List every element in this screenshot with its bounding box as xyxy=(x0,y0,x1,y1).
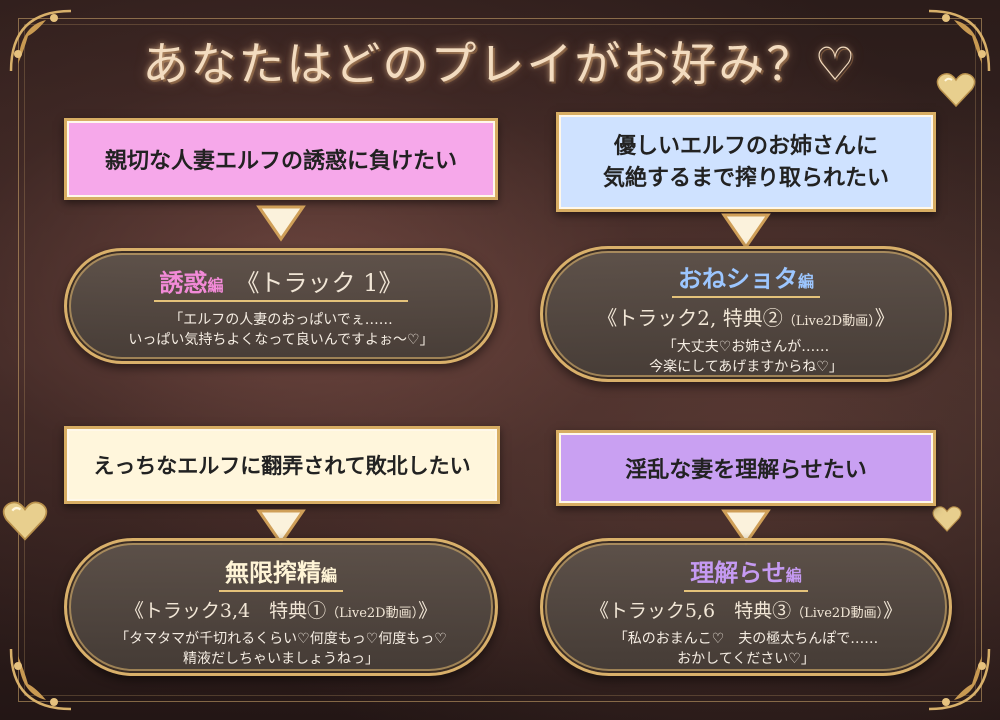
corner-flourish-icon xyxy=(924,644,994,714)
card-tracks-main: 《トラック3,4 特典① xyxy=(124,600,327,622)
choice-card-1[interactable]: 誘惑編 《トラック 1》 「エルフの人妻のおっぱいでぇ…… いっぱい気持ちよくな… xyxy=(64,248,498,364)
choice-card-4[interactable]: 理解らせ編 《トラック5,6 特典③（Live2D動画）》 「私のおまんこ♡ 夫… xyxy=(540,538,952,676)
card-name: おねショタ xyxy=(677,264,798,293)
card-tracks-main: 《トラック2, 特典② xyxy=(597,306,783,330)
choice-banner-4[interactable]: 淫乱な妻を理解らせたい xyxy=(556,430,936,506)
banner-text: 淫乱な妻を理解らせたい xyxy=(625,457,867,483)
choice-banner-2[interactable]: 優しいエルフのお姉さんに 気絶するまで搾り取られたい xyxy=(556,112,936,212)
card-quote-line: 「大丈夫♡お姉さんが…… xyxy=(662,339,830,355)
corner-flourish-icon xyxy=(924,6,994,76)
card-quote-line: 「エルフの人妻のおっぱいでぇ…… xyxy=(169,312,393,328)
corner-flourish-icon xyxy=(6,644,76,714)
card-tracks-end: 》 xyxy=(883,600,903,622)
card-name: 誘惑 xyxy=(159,268,208,297)
card-name: 理解らせ xyxy=(690,558,786,587)
choice-card-3[interactable]: 無限搾精編 《トラック3,4 特典①（Live2D動画）》 「タマタマが千切れる… xyxy=(64,538,498,676)
banner-text: 気絶するまで搾り取られたい xyxy=(602,165,889,191)
card-tracks-note: （Live2D動画） xyxy=(782,314,875,329)
ornate-frame-inner xyxy=(24,24,976,696)
card-tracks: 《トラック2, 特典②（Live2D動画）》 xyxy=(543,302,949,331)
card-tracks-note: （Live2D動画） xyxy=(791,606,884,621)
card-quote-line: おかしてください♡」 xyxy=(677,651,815,667)
down-arrow-icon xyxy=(721,509,771,546)
down-arrow-icon xyxy=(256,205,306,242)
card-quote-line: いっぱい気持ちよくなって良いんですよぉ～♡」 xyxy=(128,332,434,348)
card-title: おねショタ編 xyxy=(543,259,949,298)
card-tracks-end: 》 xyxy=(874,306,895,330)
card-quote-line: 精液だしちゃいましょうねっ」 xyxy=(183,651,379,667)
choice-banner-1[interactable]: 親切な人妻エルフの誘惑に負けたい xyxy=(64,118,498,200)
card-name-suffix: 編 xyxy=(797,272,814,291)
down-arrow-icon xyxy=(256,509,306,546)
card-title: 誘惑編 《トラック 1》 xyxy=(67,263,495,302)
gold-heart-icon xyxy=(936,73,976,108)
gold-heart-icon xyxy=(2,501,48,541)
down-arrow-icon xyxy=(721,213,771,250)
card-tracks: 《トラック5,6 特典③（Live2D動画）》 xyxy=(543,596,949,623)
card-tracks: 《トラック3,4 特典①（Live2D動画）》 xyxy=(67,596,495,623)
card-name-suffix: 編 xyxy=(207,276,224,295)
choice-banner-3[interactable]: えっちなエルフに翻弄されて敗北したい xyxy=(64,426,500,504)
card-quote-line: 「私のおまんこ♡ 夫の極太ちんぽで…… xyxy=(613,631,879,647)
card-title: 理解らせ編 xyxy=(543,553,949,592)
gold-heart-icon xyxy=(932,506,962,532)
corner-flourish-icon xyxy=(6,6,76,76)
banner-text: えっちなエルフに翻弄されて敗北したい xyxy=(93,453,471,478)
ornate-frame xyxy=(18,18,982,702)
card-tracks-note: （Live2D動画） xyxy=(326,606,419,621)
card-tracks-main: 《トラック5,6 特典③ xyxy=(589,600,792,622)
card-tracks-end: 》 xyxy=(418,600,438,622)
page-title: あなたはどのプレイがお好み？♡ xyxy=(142,37,858,91)
card-quote-line: 「タマタマが千切れるくらい♡何度もっ♡何度もっ♡ xyxy=(115,631,447,647)
choice-card-2[interactable]: おねショタ編 《トラック2, 特典②（Live2D動画）》 「大丈夫♡お姉さんが… xyxy=(540,246,952,382)
card-name-suffix: 編 xyxy=(785,566,802,585)
card-quote-line: 今楽にしてあげますからね♡」 xyxy=(649,359,843,375)
card-title: 無限搾精編 xyxy=(67,553,495,592)
card-name-suffix: 編 xyxy=(320,566,337,585)
banner-text: 優しいエルフのお姉さんに xyxy=(613,133,878,159)
banner-text: 親切な人妻エルフの誘惑に負けたい xyxy=(104,148,457,174)
card-name: 無限搾精 xyxy=(224,558,321,587)
card-tracks: 《トラック 1》 xyxy=(247,269,403,297)
